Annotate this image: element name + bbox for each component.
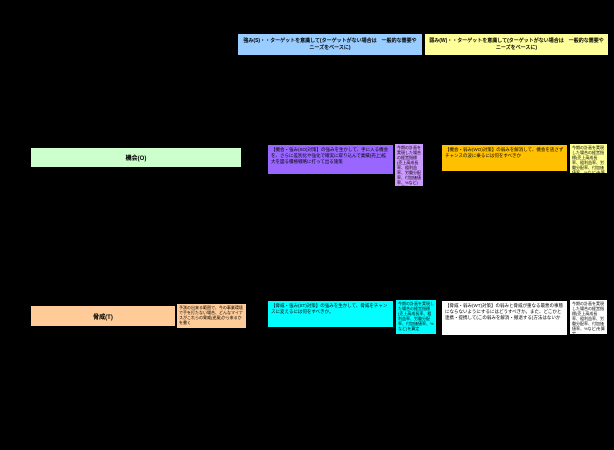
wo-strategy-note: 今期の計画を実現した場合の経営指標(売上高成長率、粗利益率、労働分配率、付加価値… (569, 143, 608, 174)
threat-row-note: 予測の出来る範囲で、今の事業環境で手を打たない場合、どんなマイナスがこれらの脅威… (176, 303, 247, 329)
st-strategy-note: 今期の計画を実現した場合の経営指標(売上高成長率、粗利益率、労働分配率、付加価値… (395, 299, 437, 335)
so-strategy-cell: 【機会・強み(SO)対策】の強みを生かして、手に入る機会を、さらに差別化や強化で… (267, 144, 394, 175)
wt-strategy-cell: 【脅威・弱み(WT)対策】の弱みと脅威が重なる最悪の事態にならないようにするには… (441, 300, 568, 336)
so-strategy-note: 今期の計画を実現した場合の経営指標(売上高成長率、粗利益率、労働分配率、付加価値… (394, 143, 424, 187)
opportunity-row-label: 機会(O) (30, 147, 242, 168)
weakness-column-header: 弱み(W)・・ターゲットを意識して(ターゲットがない場合は 一般的な需要やニーズ… (424, 33, 609, 56)
wo-strategy-cell: 【機会・弱み(WO)対策】の弱みを解消して、機会を逃さずチャンスの波に乗るには何… (441, 144, 568, 172)
threat-row-label: 脅威(T) (30, 305, 176, 327)
wt-strategy-note: 今期の計画を実現した場合の経営指標(売上高成長率、粗利益率、労働分配率、付加価値… (569, 299, 608, 335)
strength-column-header: 強み(S)・・ターゲットを意識して(ターゲットがない場合は 一般的な需要やニーズ… (237, 33, 423, 56)
st-strategy-cell: 【脅威・強み(ST)対策】の強みを生かして、脅威をチャンスに変えるには何をすべき… (267, 300, 394, 328)
